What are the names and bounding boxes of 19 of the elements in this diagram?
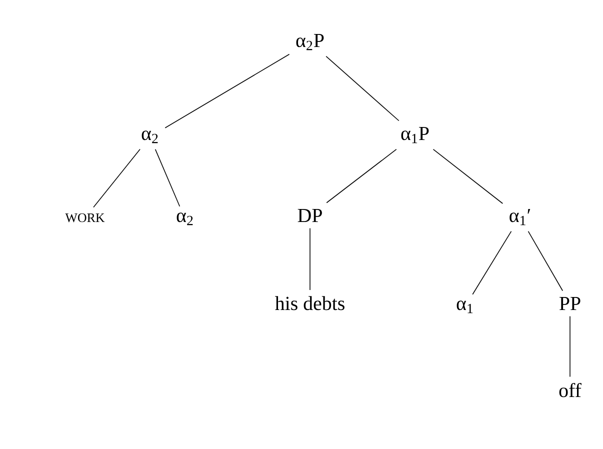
tree-branch	[326, 56, 400, 122]
tree-label: α$_{2}$	[142, 130, 158, 144]
tree-label: DP	[298, 208, 322, 222]
tree-branch	[472, 230, 512, 295]
tree-label: α$_{2}$	[176, 212, 193, 226]
tree-label: his debts	[275, 296, 344, 310]
tree-branch	[164, 54, 290, 128]
tree-branch	[432, 148, 504, 204]
tree-branch	[528, 230, 564, 292]
tree-label: PP	[560, 296, 580, 310]
tree-branch	[93, 148, 140, 208]
tree-label: off	[559, 382, 582, 398]
tree-label: WORK	[65, 213, 105, 222]
tree-branch	[154, 148, 180, 207]
tree-label: α$_{1}$P	[401, 126, 429, 144]
tree-label: α$_{1}$	[456, 300, 473, 314]
tree-label: α$_{1}$′	[510, 208, 530, 226]
tree-branch	[326, 148, 397, 204]
tree-label: α$_{2}$P	[296, 34, 324, 50]
